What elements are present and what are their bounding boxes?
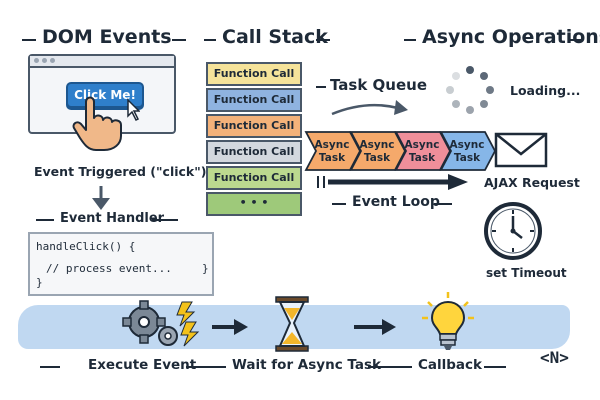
- title-rule: [40, 366, 60, 368]
- execute-event-label: Execute Event: [88, 357, 197, 373]
- title-rule: [332, 203, 346, 205]
- async-task-label: Async: [360, 139, 395, 151]
- title-rule: [316, 39, 330, 41]
- title-rule: [22, 39, 36, 41]
- stack-more: • • •: [206, 192, 302, 216]
- hourglass-icon: [275, 296, 309, 352]
- async-task-label: Task: [454, 152, 481, 164]
- loading-label: Loading...: [510, 83, 581, 98]
- task-queue-title: Task Queue: [330, 76, 428, 94]
- call-stack-title: Call Stack: [222, 26, 328, 48]
- gears-icon: [122, 300, 200, 347]
- code-brace: }: [202, 262, 209, 275]
- async-task-label: Async: [450, 139, 485, 151]
- stack-frame: Function Call: [206, 140, 302, 164]
- title-rule: [316, 86, 326, 88]
- window-dot-icon: [50, 58, 55, 63]
- stack-frame: Function Call: [206, 114, 302, 138]
- stack-frame: Function Call: [206, 62, 302, 86]
- async-task-label: Async: [315, 139, 350, 151]
- pointer-hand-icon: [72, 96, 140, 151]
- flow-arrow-icon: [212, 319, 248, 335]
- code-box: handleClick() { // process event... } }: [28, 232, 214, 296]
- ajax-request-label: AJAX Request: [484, 175, 580, 190]
- clock-icon: [484, 202, 542, 260]
- async-task-chevron: [439, 131, 497, 171]
- wait-async-label: Wait for Async Task: [232, 357, 381, 373]
- window-dot-icon: [42, 58, 47, 63]
- code-line: // process event...: [46, 262, 172, 275]
- async-task-label: Task: [364, 152, 391, 164]
- browser-titlebar: [30, 56, 174, 68]
- title-rule: [484, 366, 506, 368]
- async-task-label: Task: [409, 152, 436, 164]
- event-loop-arrow: [317, 174, 468, 190]
- async-task-label: Async: [405, 139, 440, 151]
- async-task-label: Task: [319, 152, 346, 164]
- callback-label: Callback: [418, 357, 483, 373]
- code-brace: }: [36, 276, 43, 289]
- event-loop-label: Event Loop: [352, 194, 440, 210]
- loading-spinner-icon: [446, 66, 494, 114]
- down-arrow-icon: [92, 186, 110, 210]
- logo: <N>: [540, 348, 569, 367]
- stack-frame: Function Call: [206, 88, 302, 112]
- event-triggered-label: Event Triggered ("click"): [34, 164, 207, 179]
- title-rule: [152, 219, 178, 221]
- title-rule: [36, 219, 54, 221]
- event-handler-title: Event Handler: [60, 211, 165, 226]
- stack-frame: Function Call: [206, 166, 302, 190]
- curved-arrow-icon: [331, 100, 408, 116]
- title-rule: [172, 39, 186, 41]
- flow-arrow-icon: [354, 319, 396, 335]
- title-rule: [186, 366, 226, 368]
- lightbulb-icon: [422, 292, 474, 350]
- async-operations-title: Async Operations: [422, 26, 600, 48]
- async-task-chevron: [304, 131, 362, 171]
- title-rule: [568, 39, 582, 41]
- envelope-icon: [494, 132, 548, 168]
- window-dot-icon: [34, 58, 39, 63]
- title-rule: [204, 39, 216, 41]
- title-rule: [434, 203, 452, 205]
- dom-events-title: DOM Events: [42, 26, 172, 48]
- set-timeout-label: set Timeout: [486, 266, 567, 280]
- call-stack: Function Call Function Call Function Cal…: [206, 62, 302, 216]
- title-rule: [404, 39, 416, 41]
- code-line: handleClick() {: [36, 240, 136, 253]
- title-rule: [368, 366, 412, 368]
